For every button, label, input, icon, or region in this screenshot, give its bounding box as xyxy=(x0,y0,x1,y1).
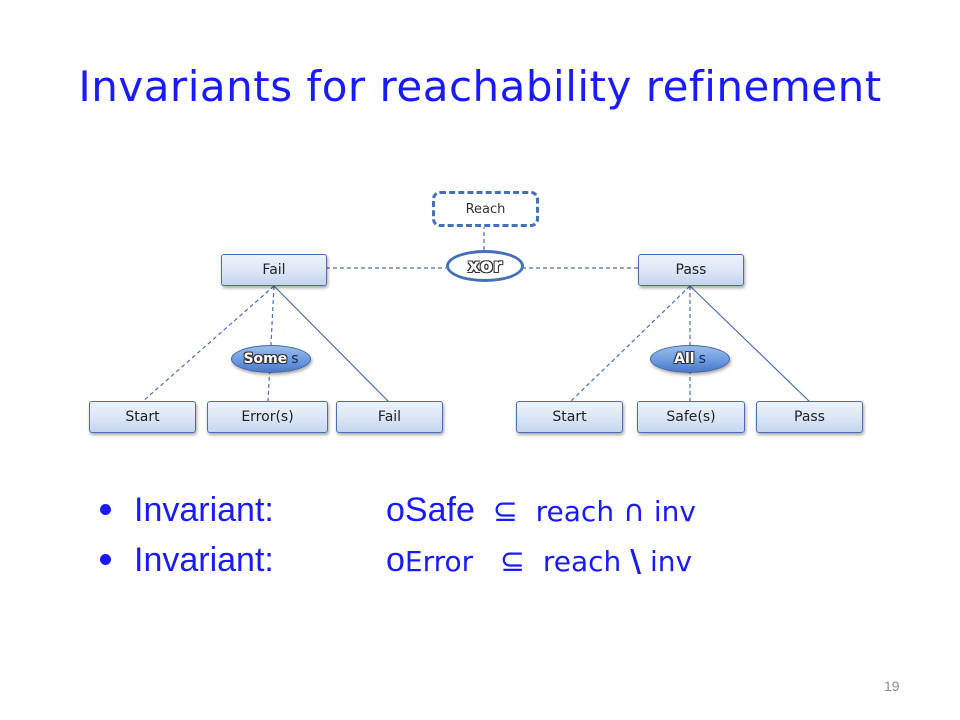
page-number: 19 xyxy=(884,678,900,694)
right-pass-leaf-node: Pass xyxy=(756,401,863,433)
subset-symbol: ⊆ xyxy=(499,544,526,579)
invariant-label: Invariant: xyxy=(134,491,274,529)
left-fail-leaf-node: Fail xyxy=(336,401,443,433)
formula-inv: inv xyxy=(650,545,693,578)
bullet-dot xyxy=(100,504,111,515)
right-start-node: Start xyxy=(516,401,623,433)
left-start-label: Start xyxy=(125,409,160,425)
formula-reach: reach xyxy=(542,545,622,578)
left-fail-leaf-label: Fail xyxy=(377,409,402,425)
error-label: Error(s) xyxy=(241,409,294,425)
some-variable: s xyxy=(291,351,299,367)
intersection-symbol: ∩ xyxy=(622,494,645,529)
formula-prefix: o xyxy=(386,541,405,579)
bullet-dot xyxy=(100,554,111,565)
connector-pass-pass xyxy=(689,285,811,403)
reach-node: Reach xyxy=(432,191,539,227)
all-keyword: All xyxy=(674,351,695,367)
slide-title: Invariants for reachability refinement xyxy=(78,62,882,111)
connector-fail-error xyxy=(267,285,275,403)
formula-reach: reach xyxy=(535,495,615,528)
safe-label: Safe(s) xyxy=(666,409,716,425)
safe-node: Safe(s) xyxy=(637,401,745,433)
error-node: Error(s) xyxy=(207,401,328,433)
some-keyword: Some xyxy=(243,351,288,367)
subset-symbol: ⊆ xyxy=(492,494,518,529)
right-pass-leaf-label: Pass xyxy=(794,409,825,425)
xor-label: xor xyxy=(467,255,503,277)
xor-junction: xor xyxy=(446,250,524,282)
pass-node-label: Pass xyxy=(675,262,707,278)
invariant-label: Invariant: xyxy=(134,541,274,579)
invariant-formula: oSafe ⊆ reach ∩ inv xyxy=(386,485,696,537)
right-start-label: Start xyxy=(552,409,587,425)
formula-lhs: Safe xyxy=(404,491,475,529)
set-minus-symbol: \ xyxy=(630,544,642,579)
invariant-formula: oError ⊆ reach \ inv xyxy=(386,535,692,587)
reach-node-label: Reach xyxy=(465,201,506,217)
fail-node-label: Fail xyxy=(262,262,286,278)
pass-node: Pass xyxy=(638,254,744,286)
fail-node: Fail xyxy=(221,254,327,286)
formula-prefix: o xyxy=(386,491,405,529)
left-start-node: Start xyxy=(89,401,196,433)
some-quantifier: Some s xyxy=(231,345,311,373)
connector-pass-start xyxy=(569,285,691,403)
connector-fail-fail xyxy=(273,285,390,403)
formula-inv: inv xyxy=(653,495,696,528)
all-quantifier: All s xyxy=(650,345,730,373)
connector-fail-start xyxy=(141,285,275,403)
all-variable: s xyxy=(698,351,706,367)
formula-lhs: Error xyxy=(404,545,474,578)
